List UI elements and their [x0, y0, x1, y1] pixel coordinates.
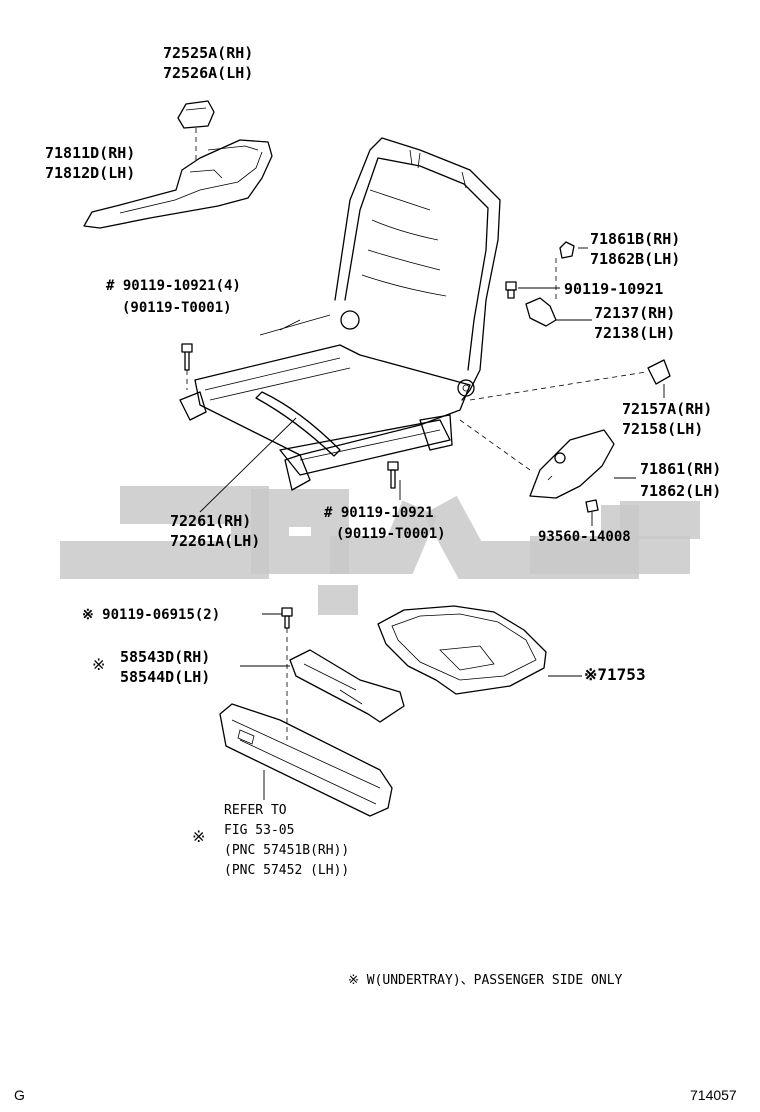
bracket-72137	[525, 297, 592, 327]
label-71862b: 71862B(LH)	[590, 250, 680, 268]
label-90119-top-right: 90119-10921	[564, 280, 663, 298]
watermark-logo	[60, 486, 700, 615]
label-71861: 71861(RH)	[640, 460, 721, 478]
label-93560: 93560-14008	[538, 529, 631, 545]
label-90119-t0001-b: (90119-T0001)	[336, 526, 446, 542]
label-71862: 71862(LH)	[640, 482, 721, 500]
bolt-mid	[387, 461, 401, 500]
clip-71861b	[555, 241, 588, 300]
label-72157a: 72157A(RH)	[622, 400, 712, 418]
undertray-panel	[219, 703, 393, 817]
label-72526a: 72526A(LH)	[163, 64, 253, 82]
knob-72525a	[177, 100, 215, 160]
label-71812d: 71812D(LH)	[45, 164, 135, 182]
label-58544d: 58544D(LH)	[120, 668, 210, 686]
label-72158: 72158(LH)	[622, 420, 703, 438]
seat-frame	[179, 137, 501, 491]
label-90119-4: # 90119-10921(4)	[106, 278, 241, 294]
bracket-58543d	[240, 649, 405, 723]
label-72261: 72261(RH)	[170, 512, 251, 530]
label-90119-mid: # 90119-10921	[324, 505, 434, 521]
screw-93560	[585, 499, 599, 526]
diagram-id: 714057	[690, 1087, 737, 1103]
bolt-top-right	[505, 281, 560, 299]
label-72261a: 72261A(LH)	[170, 532, 260, 550]
label-58543d: 58543D(RH)	[120, 648, 210, 666]
refer-line-4: (PNC 57452 (LH))	[224, 863, 349, 878]
label-90119-06915: ※ 90119-06915(2)	[82, 607, 220, 623]
refer-line-1: REFER TO	[224, 803, 287, 818]
refer-line-2: FIG 53-05	[224, 823, 294, 838]
label-71811d: 71811D(RH)	[45, 144, 135, 162]
shield-71811d	[83, 139, 273, 229]
label-71861b: 71861B(RH)	[590, 230, 680, 248]
bolt-06915	[262, 607, 293, 740]
refer-line-3: (PNC 57451B(RH))	[224, 843, 349, 858]
wire-72261	[199, 391, 341, 513]
cover-71861	[459, 419, 636, 499]
tray-71753	[377, 605, 582, 695]
label-72525a: 72525A(RH)	[163, 44, 253, 62]
bolt-left	[181, 343, 193, 390]
label-71753: ※71753	[584, 665, 646, 684]
label-90119-t0001-a: (90119-T0001)	[122, 300, 232, 316]
label-72137: 72137(RH)	[594, 304, 675, 322]
label-72138: 72138(LH)	[594, 324, 675, 342]
corner-letter: G	[14, 1087, 25, 1103]
footnote: ※ W(UNDERTRAY)、PASSENGER SIDE ONLY	[348, 973, 623, 988]
cap-72157a	[469, 359, 671, 401]
refer-mark: ※	[192, 827, 205, 846]
label-58543d-mark: ※	[92, 655, 105, 674]
